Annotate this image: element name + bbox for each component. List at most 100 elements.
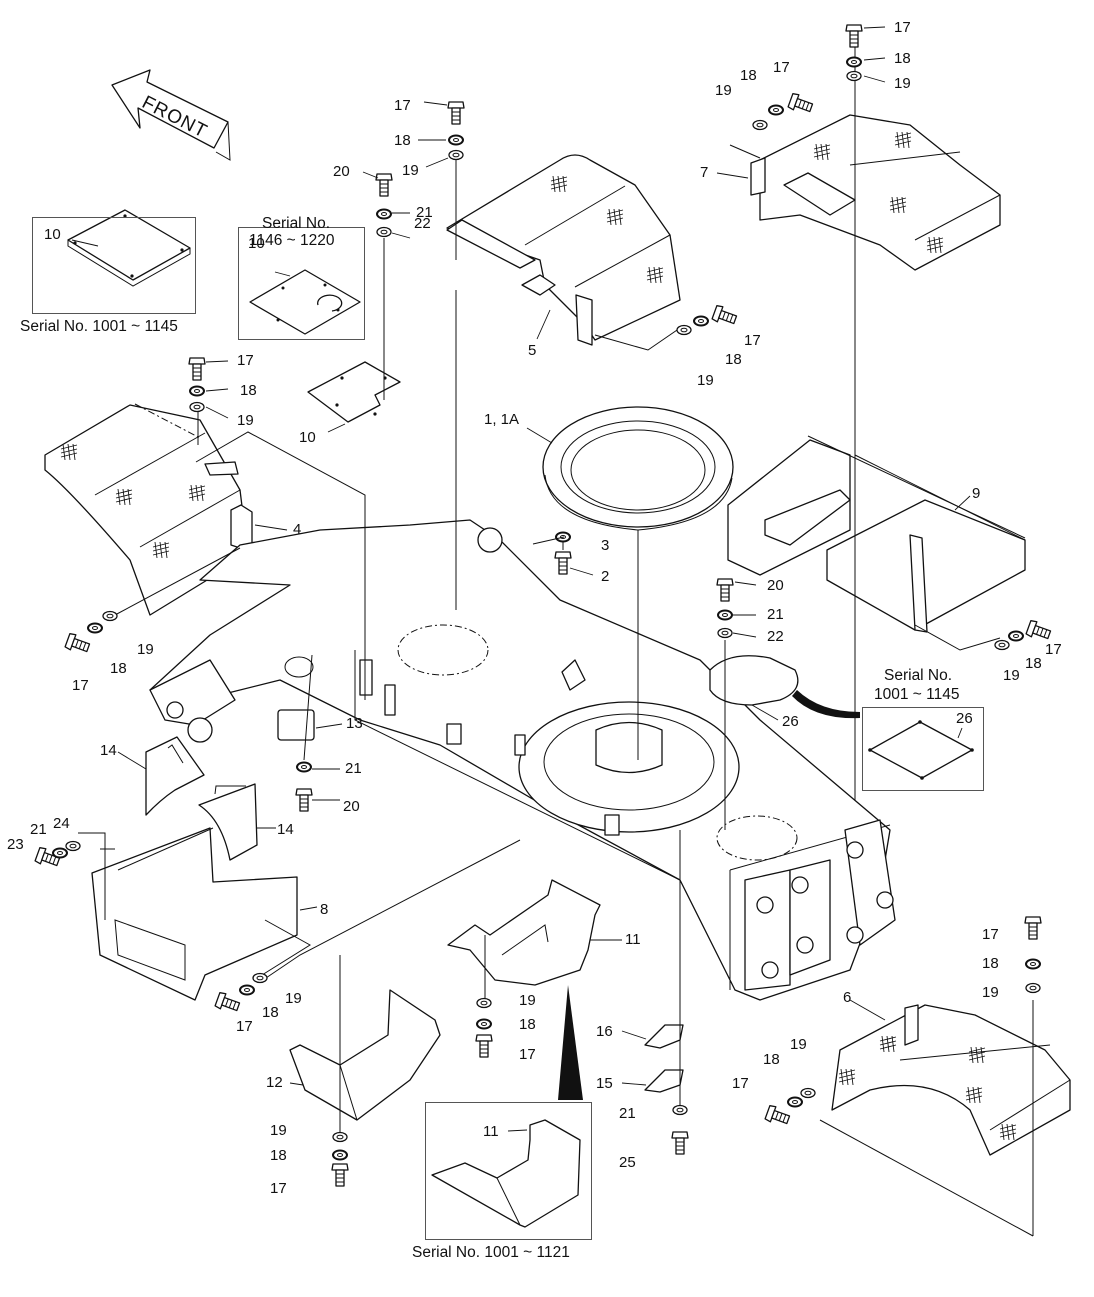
callout-20: 20 xyxy=(343,798,360,815)
cover-26-drawing xyxy=(709,655,860,721)
callout-17: 17 xyxy=(394,97,411,114)
callout-21: 21 xyxy=(619,1105,636,1122)
callout-7: 7 xyxy=(700,164,709,181)
callout-15: 15 xyxy=(596,1075,613,1092)
inset-caption-plate-10-early: Serial No. 1001 ~ 1145 xyxy=(20,318,178,335)
callout-19: 19 xyxy=(894,75,911,92)
callout-14-b: 14 xyxy=(277,821,294,838)
callout-21: 21 xyxy=(767,606,784,623)
callout-19: 19 xyxy=(285,990,302,1007)
callout-26: 26 xyxy=(782,713,799,730)
inset-caption-plate-10-late-line2: 1146 ~ 1220 xyxy=(249,232,335,249)
inset-caption-plate-10-late-line1: Serial No. xyxy=(262,215,331,232)
callout-11-inset: 11 xyxy=(483,1123,499,1140)
upper-frame-drawing xyxy=(149,519,896,1001)
label-leaders xyxy=(205,26,886,801)
callout-18: 18 xyxy=(262,1004,279,1021)
inset-caption-cover-26-line2: 1001 ~ 1145 xyxy=(874,686,960,703)
callout-9: 9 xyxy=(972,485,981,502)
callout-17: 17 xyxy=(732,1075,749,1092)
cover-7-drawing xyxy=(716,114,1001,271)
callout-19: 19 xyxy=(715,82,732,99)
assembly-lines xyxy=(100,160,726,983)
callout-19: 19 xyxy=(270,1122,287,1139)
callout-1-1A: 1, 1A xyxy=(484,411,520,428)
callout-2: 2 xyxy=(601,568,610,585)
callout-24: 24 xyxy=(53,815,70,832)
callout-18: 18 xyxy=(894,50,911,67)
callout-14-a: 14 xyxy=(100,742,117,759)
callout-18: 18 xyxy=(110,660,127,677)
callout-26-inset: 26 xyxy=(956,710,973,727)
callout-10-inset-early: 10 xyxy=(44,226,61,243)
callout-23: 23 xyxy=(7,836,24,853)
cover-14-drawing xyxy=(117,736,276,861)
callout-20: 20 xyxy=(767,577,784,594)
callout-4: 4 xyxy=(293,521,302,538)
callout-8: 8 xyxy=(320,901,329,918)
callout-19: 19 xyxy=(402,162,419,179)
cover-12-drawing xyxy=(289,955,441,1140)
callout-22: 22 xyxy=(767,628,784,645)
cover-6-drawing xyxy=(819,999,1071,1237)
front-direction-arrow xyxy=(111,69,231,161)
callout-22: 22 xyxy=(414,215,431,232)
plate-10-early-drawing xyxy=(67,209,191,287)
inset-box-plate-10-early xyxy=(32,217,196,314)
callout-3: 3 xyxy=(601,537,610,554)
callout-17: 17 xyxy=(1045,641,1062,658)
inset-box-cover-26 xyxy=(862,707,984,791)
callout-17: 17 xyxy=(237,352,254,369)
callout-25: 25 xyxy=(619,1154,636,1171)
callout-17: 17 xyxy=(270,1180,287,1197)
step-8-drawing xyxy=(78,827,318,1001)
callout-18: 18 xyxy=(725,351,742,368)
callout-18: 18 xyxy=(763,1051,780,1068)
swing-bearing-drawing xyxy=(526,406,734,531)
callout-21: 21 xyxy=(416,204,433,221)
callout-16: 16 xyxy=(596,1023,613,1040)
callout-17: 17 xyxy=(773,59,790,76)
callout-19: 19 xyxy=(137,641,154,658)
callout-10: 10 xyxy=(299,429,316,446)
inset-caption-cover-11: Serial No. 1001 ~ 1121 xyxy=(412,1244,570,1261)
callout-18: 18 xyxy=(519,1016,536,1033)
callout-18: 18 xyxy=(740,67,757,84)
callout-17: 17 xyxy=(982,926,999,943)
callout-18: 18 xyxy=(240,382,257,399)
callout-19: 19 xyxy=(982,984,999,1001)
cover-4-drawing xyxy=(44,403,288,616)
inset-box-plate-10-late xyxy=(238,227,365,340)
callout-5: 5 xyxy=(528,342,537,359)
cover-11-drawing xyxy=(447,879,622,1100)
callout-10-inset-late: 10 xyxy=(248,235,265,252)
callout-12: 12 xyxy=(266,1074,283,1091)
cover-15-16-drawing xyxy=(621,830,684,1112)
tool-box-9-drawing xyxy=(727,45,1026,840)
callout-19: 19 xyxy=(790,1036,807,1053)
inset-caption-cover-26-line1: Serial No. xyxy=(884,667,953,684)
cover-11-inset-drawing xyxy=(431,1119,581,1228)
callout-17: 17 xyxy=(236,1018,253,1035)
callout-19: 19 xyxy=(519,992,536,1009)
callout-18: 18 xyxy=(1025,655,1042,672)
callout-17: 17 xyxy=(519,1046,536,1063)
callout-19: 19 xyxy=(1003,667,1020,684)
callout-17: 17 xyxy=(894,19,911,36)
callout-11: 11 xyxy=(625,931,641,948)
plate-10-drawing xyxy=(307,361,401,433)
callout-19: 19 xyxy=(697,372,714,389)
cover-5-drawing xyxy=(446,154,681,351)
callout-18: 18 xyxy=(270,1147,287,1164)
callout-21: 21 xyxy=(345,760,362,777)
callout-21: 21 xyxy=(30,821,47,838)
callout-17: 17 xyxy=(744,332,761,349)
callout-20: 20 xyxy=(333,163,350,180)
plate-10-late-drawing xyxy=(249,269,361,335)
callout-18: 18 xyxy=(394,132,411,149)
callout-6: 6 xyxy=(843,989,852,1006)
inset-box-cover-11 xyxy=(425,1102,592,1240)
plate-13-drawing xyxy=(277,654,343,761)
callout-13: 13 xyxy=(346,715,363,732)
